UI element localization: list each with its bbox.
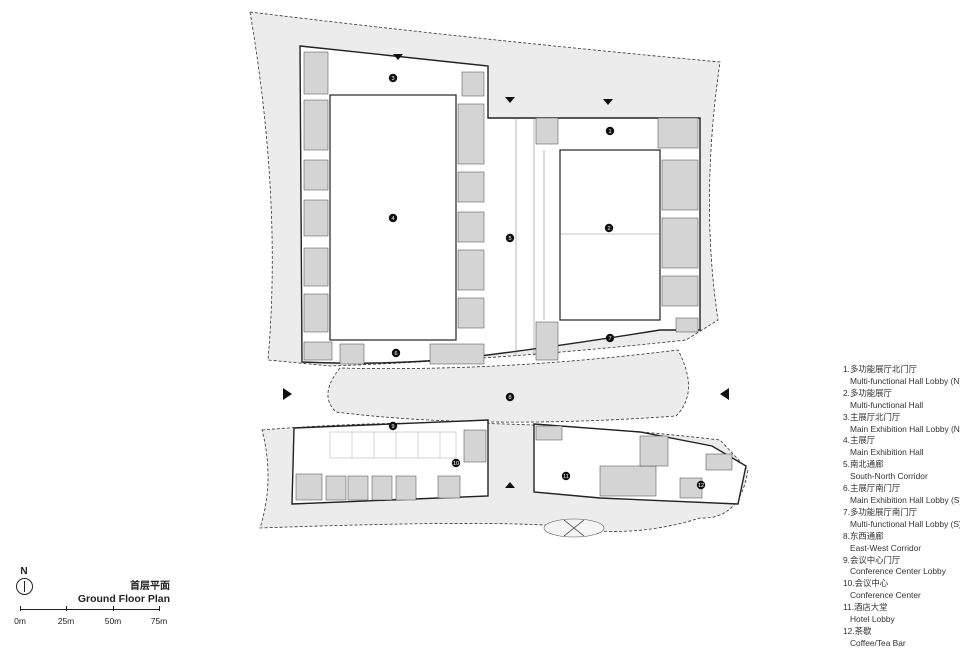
north-label: N: [20, 566, 28, 577]
legend-item-cn: 6.主展厅南门厅: [843, 483, 901, 494]
room-marker-label: 10: [453, 461, 459, 467]
room-marker: [388, 421, 398, 431]
legend-item-cn: 1.多功能展厅北门厅: [843, 364, 917, 374]
legend-item-en: Conference Center Lobby: [850, 566, 946, 577]
plan-title-cn: 首层平面: [130, 581, 170, 592]
scale-label: 0m: [14, 616, 26, 626]
legend-item-en: Hotel Lobby: [850, 614, 895, 625]
plan-title-en: Ground Floor Plan: [77, 593, 170, 605]
room-marker: [605, 333, 615, 343]
plan-title: 首层平面 Ground Floor Plan: [60, 577, 170, 605]
room-marker-label: 12: [698, 483, 704, 489]
service-rooms-north: [303, 51, 699, 365]
scale-bar-line: [20, 606, 160, 610]
legend-item-en: South-North Corridor: [850, 471, 928, 482]
legend-item-cn: 10.会议中心: [843, 578, 889, 589]
room-marker: [391, 348, 401, 358]
north-arrow-icon: [15, 578, 33, 595]
legend-item-cn: 11.酒店大堂: [843, 602, 888, 613]
room-marker: [505, 392, 515, 402]
room-marker-label: 1: [608, 129, 611, 135]
room-marker-label: 5: [508, 236, 511, 242]
room-marker: [561, 471, 571, 481]
room-marker-label: 11: [563, 474, 569, 480]
legend-item-en: Conference Center: [850, 590, 921, 601]
legend-item-en: Coffee/Tea Bar: [850, 637, 906, 648]
legend-item-en: Multi-functional Hall Lobby (N): [850, 375, 960, 386]
legend-item-cn: 7.多功能展厅南门厅: [843, 506, 917, 517]
scale-label: 50m: [104, 616, 122, 626]
room-marker: [604, 223, 614, 233]
legend-item-cn: 4.主展厅: [843, 435, 876, 446]
legend-item-en: Multi-functional Hall: [850, 399, 924, 410]
legend-item-en: Multi-functional Hall Lobby (S): [850, 518, 960, 529]
room-marker-label: 3: [391, 76, 394, 82]
room-marker-label: 8: [508, 395, 511, 401]
room-marker: [388, 213, 398, 223]
room-marker-label: 6: [394, 351, 397, 357]
legend-item-cn: 9.会议中心门厅: [843, 554, 901, 565]
room-marker: [696, 480, 706, 490]
room-marker: [505, 233, 515, 243]
multi-functional-hall: [559, 149, 661, 321]
room-marker: [605, 126, 615, 136]
legend-item-cn: 3.主展厅北门厅: [843, 411, 901, 422]
legend-item-cn: 5.南北通廊: [843, 459, 884, 470]
scale-bar: 0m 25m 50m 75m: [14, 606, 172, 626]
room-marker-label: 9: [391, 424, 394, 430]
north-arrow: N: [12, 566, 36, 595]
legend-item-cn: 2.多功能展厅: [843, 387, 892, 398]
legend-item-en: Main Exhibition Hall Lobby (S): [850, 494, 960, 505]
room-marker: [451, 458, 461, 468]
room-marker-label: 2: [607, 226, 610, 232]
legend-item-en: Main Exhibition Hall: [850, 447, 924, 458]
room-marker-label: 7: [608, 336, 611, 342]
legend-item-cn: 8.东西通廊: [843, 530, 884, 541]
scale-label: 25m: [57, 616, 75, 626]
legend-item-en: Main Exhibition Hall Lobby (N): [850, 423, 960, 434]
legend-item-cn: 12.茶歇: [843, 625, 872, 636]
room-marker-label: 4: [391, 216, 394, 222]
legend-item-en: East-West Corridor: [850, 542, 922, 553]
service-rooms-south: [295, 425, 733, 501]
room-marker: [388, 73, 398, 83]
central-plaza: [327, 349, 689, 423]
scale-label: 75m: [150, 616, 168, 626]
